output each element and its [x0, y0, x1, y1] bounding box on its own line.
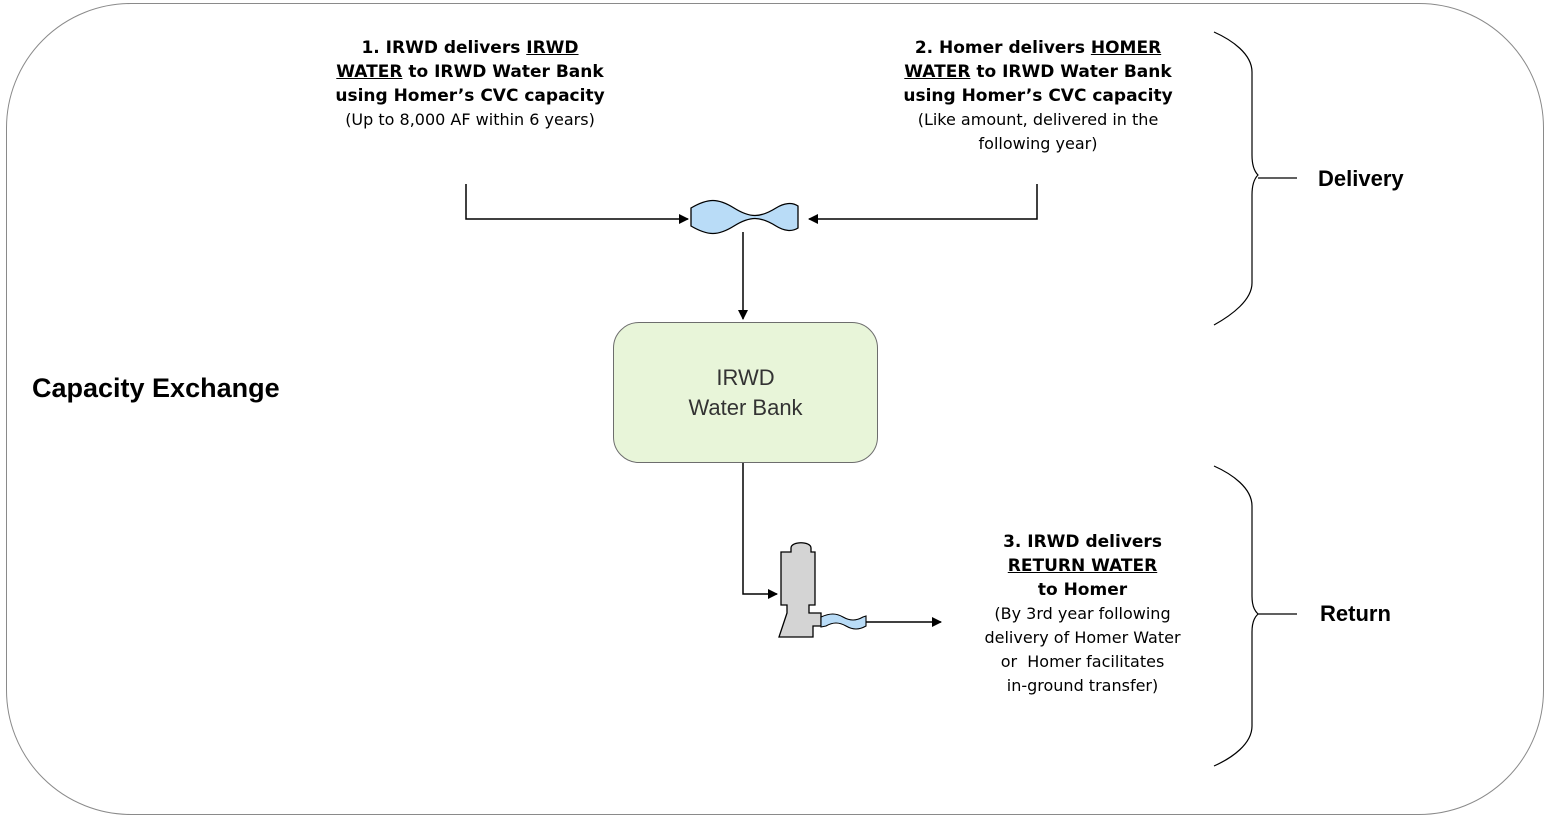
step2-line1-underlined: HOMER: [1090, 38, 1162, 58]
step3-text: 3. IRWD delivers RETURN WATER to Homer (…: [960, 530, 1205, 698]
pump-icon: [778, 542, 822, 638]
step2-line2-suffix: to IRWD Water Bank: [970, 62, 1172, 82]
delivery-brace: [1213, 31, 1259, 326]
diagram-frame: [6, 3, 1544, 815]
step2-note-line1: (Like amount, delivered in the: [917, 110, 1159, 129]
step3-line1: 3. IRWD delivers: [1003, 532, 1162, 552]
step2-line3: using Homer’s CVC capacity: [903, 86, 1173, 106]
step1-arrow: [465, 184, 689, 224]
water-symbol: [690, 199, 799, 235]
step1-line1-prefix: 1. IRWD delivers: [361, 38, 527, 58]
bank-line2: Water Bank: [688, 394, 803, 420]
step3-line2-underlined: RETURN WATER: [1007, 556, 1158, 576]
step3-line3: to Homer: [1037, 580, 1128, 600]
bank-line1: IRWD: [716, 364, 775, 390]
bank-to-pump-arrow: [742, 463, 778, 599]
return-label: Return: [1320, 601, 1391, 626]
step1-line1-underlined: IRWD: [526, 38, 579, 58]
outlet-water-symbol: [820, 613, 867, 630]
diagram-title: Capacity Exchange: [32, 373, 280, 403]
return-brace: [1213, 465, 1259, 767]
step3-note-line4: in-ground transfer): [1006, 676, 1159, 695]
step2-line2-underlined: WATER: [904, 62, 971, 82]
step3-note-line2: delivery of Homer Water: [984, 628, 1181, 647]
step3-note-line3: or Homer facilitates: [1000, 652, 1165, 671]
step1-line2-suffix: to IRWD Water Bank: [402, 62, 604, 82]
irwd-water-bank-box: IRWD Water Bank: [613, 322, 878, 463]
step2-line1-prefix: 2. Homer delivers: [914, 38, 1091, 58]
step1-line3: using Homer’s CVC capacity: [335, 86, 605, 106]
step1-note: (Up to 8,000 AF within 6 years): [345, 110, 595, 129]
step2-text: 2. Homer delivers HOMER WATER to IRWD Wa…: [858, 36, 1218, 156]
step3-note-line1: (By 3rd year following: [994, 604, 1171, 623]
step1-text: 1. IRWD delivers IRWD WATER to IRWD Wate…: [300, 36, 640, 132]
step1-line2-underlined: WATER: [336, 62, 403, 82]
step2-note-line2: following year): [978, 134, 1098, 153]
delivery-label: Delivery: [1318, 166, 1404, 191]
step2-arrow: [808, 184, 1038, 224]
